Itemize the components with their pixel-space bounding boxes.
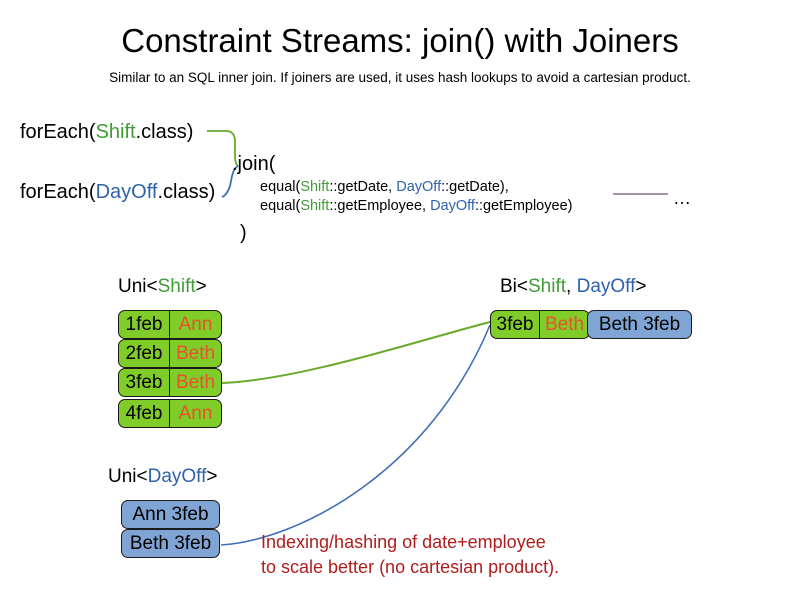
fact-employee: Ann	[178, 403, 213, 424]
fact-employee: Beth	[544, 314, 585, 335]
foreach-dayoff-prefix: forEach(	[20, 181, 96, 203]
connector-unidayoff-to-bi	[220, 324, 491, 546]
uni-dayoff-fact-row: Ann 3feb	[121, 500, 220, 529]
code-join-open: .join(	[232, 153, 276, 175]
bi-label-prefix: Bi<	[500, 276, 528, 297]
uni-shift-label-type: Shift	[157, 276, 196, 297]
foreach-shift-type: Shift	[95, 121, 136, 143]
joiner-1-right-method: ::getEmployee)	[474, 198, 573, 214]
bi-label-type-b: DayOff	[576, 276, 636, 297]
fact-date: 4feb	[119, 400, 171, 427]
fact-date: 2feb	[119, 340, 171, 367]
uni-shift-label-suffix: >	[195, 276, 207, 297]
annotation-note-line1: Indexing/hashing of date+employee	[261, 532, 546, 552]
joiner-1-prefix: equal(	[260, 198, 301, 214]
uni-dayoff-fact-row: Beth 3feb	[121, 529, 220, 558]
foreach-shift-prefix: forEach(	[20, 121, 96, 143]
fact-text: Ann 3feb	[132, 504, 209, 525]
uni-dayoff-label-suffix: >	[206, 466, 218, 487]
fact-date: 3feb	[119, 369, 171, 396]
uni-shift-label-prefix: Uni<	[118, 276, 158, 297]
annotation-note-line2: to scale better (no cartesian product).	[261, 557, 560, 577]
fact-employee: Beth	[175, 372, 216, 393]
code-joiner-equal-date: equal(Shift::getDate, DayOff::getDate),	[260, 178, 509, 196]
uni-shift-fact-row: 1feb Ann	[118, 310, 222, 339]
uni-shift-fact-row: 2feb Beth	[118, 339, 222, 368]
bi-label-suffix: >	[635, 276, 647, 297]
fact-employee: Beth	[175, 343, 216, 364]
bi-fact-row: 3feb Beth Beth 3feb	[490, 310, 692, 339]
fact-text: Beth 3feb	[129, 533, 212, 554]
page-title: Constraint Streams: join() with Joiners	[121, 22, 679, 59]
continuation-ellipsis: …	[673, 188, 692, 208]
foreach-dayoff-suffix: .class)	[157, 181, 216, 203]
fact-employee: Ann	[178, 314, 213, 335]
bi-dayoff-segment: Beth 3feb	[587, 310, 692, 339]
label-uni-shift: Uni<Shift>	[118, 275, 207, 299]
bi-shift-segment: 3feb Beth	[490, 310, 590, 339]
fact-date: 3feb	[491, 311, 540, 338]
bi-label-type-a: Shift	[528, 276, 567, 297]
joiner-0-right-type: DayOff	[396, 179, 442, 195]
page-subtitle: Similar to an SQL inner join. If joiners…	[109, 70, 691, 85]
bi-label-comma: ,	[566, 276, 577, 297]
code-join-close: )	[240, 222, 247, 244]
fact-date: 1feb	[119, 311, 171, 338]
code-foreach-dayoff: forEach(DayOff.class)	[20, 180, 215, 204]
joiner-0-prefix: equal(	[260, 179, 301, 195]
code-foreach-shift: forEach(Shift.class)	[20, 120, 193, 144]
label-bi-stream: Bi<Shift, DayOff>	[500, 275, 646, 299]
uni-dayoff-label-prefix: Uni<	[108, 466, 148, 487]
joiner-1-right-type: DayOff	[430, 198, 475, 214]
joiner-0-left-type: Shift	[300, 179, 330, 195]
joiner-1-left-method: ::getEmployee,	[329, 198, 431, 214]
uni-shift-fact-row: 3feb Beth	[118, 368, 222, 397]
connector-unishift-to-bi	[221, 321, 491, 384]
joiner-0-left-method: ::getDate,	[329, 179, 397, 195]
fact-text: Beth 3feb	[598, 314, 681, 335]
label-uni-dayoff: Uni<DayOff>	[108, 465, 218, 489]
joiner-1-left-type: Shift	[300, 198, 330, 214]
foreach-shift-suffix: .class)	[135, 121, 194, 143]
foreach-dayoff-type: DayOff	[95, 181, 158, 203]
annotation-note: Indexing/hashing of date+employee to sca…	[261, 530, 559, 580]
joiner-0-right-method: ::getDate),	[441, 179, 509, 195]
code-joiner-equal-employee: equal(Shift::getEmployee, DayOff::getEmp…	[260, 197, 572, 215]
uni-shift-fact-row: 4feb Ann	[118, 399, 222, 428]
uni-dayoff-label-type: DayOff	[147, 466, 207, 487]
